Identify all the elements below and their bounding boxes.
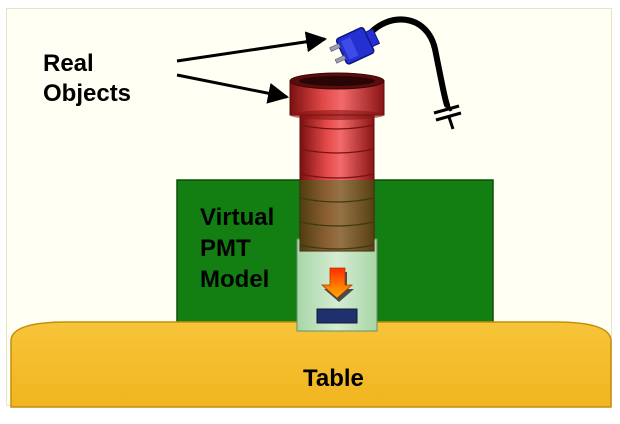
diagram-frame: Real Objects Virtual PMT Model Table bbox=[6, 8, 612, 408]
virtual-line3: Model bbox=[200, 266, 270, 293]
plug-icon bbox=[329, 27, 381, 65]
virtual-pmt-model-label: Virtual PMT Model bbox=[200, 202, 274, 295]
table-label: Table bbox=[303, 365, 364, 392]
virtual-line2: PMT bbox=[200, 235, 251, 262]
arrow-icon bbox=[176, 31, 328, 63]
table-shape bbox=[10, 321, 612, 408]
diagram-canvas bbox=[10, 16, 612, 408]
arrow-icon bbox=[176, 73, 290, 104]
photocathode bbox=[316, 308, 358, 324]
cylinder-icon bbox=[289, 72, 385, 252]
capacitor-icon bbox=[433, 104, 462, 130]
down-arrow-icon bbox=[320, 267, 354, 302]
real-objects-line2: Objects bbox=[43, 80, 132, 107]
virtual-line1: Virtual bbox=[200, 204, 275, 231]
real-objects-line1: Real bbox=[43, 50, 94, 77]
real-objects-label: Real Objects bbox=[43, 49, 131, 109]
cable-icon bbox=[364, 16, 450, 108]
